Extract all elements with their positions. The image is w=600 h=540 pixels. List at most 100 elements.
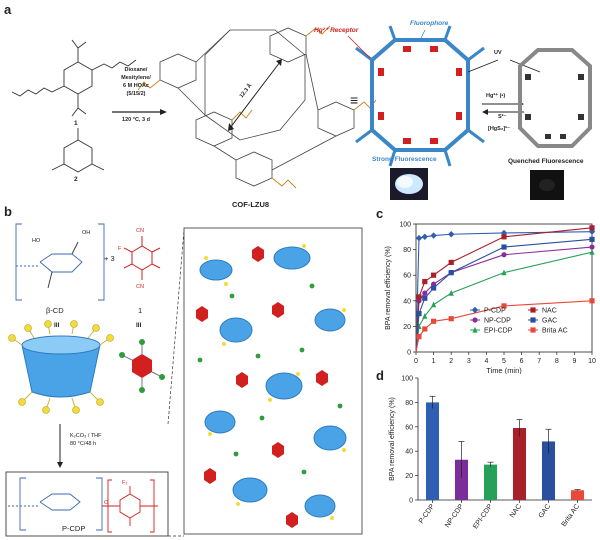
- x-tick-label: 1: [432, 358, 436, 365]
- hg-receptor-sites: [378, 46, 462, 144]
- bar: [483, 464, 498, 500]
- legend-label: EPI-CDP: [484, 328, 513, 335]
- x-tick-label: 0: [414, 358, 418, 365]
- y-tick-label: 0: [407, 350, 411, 357]
- x-axis-label: Time (min): [486, 366, 522, 374]
- data-point: [448, 270, 454, 276]
- cyclodextrin-cup: [8, 320, 114, 414]
- uv-label: UV: [494, 50, 502, 56]
- data-point: [415, 234, 423, 242]
- pcdp-condition-2: 80 °C/48 h: [70, 441, 97, 447]
- fluorescent-framework: [370, 38, 470, 152]
- hg-receptor-label: Hg²⁺ Receptor: [314, 27, 359, 34]
- legend-label: NP-CDP: [484, 318, 511, 325]
- x-tick-label: 6: [520, 358, 524, 365]
- legend-marker: [472, 317, 478, 323]
- data-point: [421, 233, 428, 240]
- bound-hg-sites: [525, 74, 584, 139]
- monomer-2-label: 2: [74, 176, 78, 183]
- bar: [454, 459, 469, 500]
- y-tick-label: 0: [409, 498, 413, 505]
- pcdp-fluoro-label: F₂: [122, 480, 128, 486]
- panel-a-scheme: [11, 25, 592, 200]
- panel-b-scheme: [5, 223, 363, 537]
- network-cups: [199, 246, 347, 518]
- panel-a-label: a: [4, 2, 12, 17]
- tfn-compound-label: 1: [138, 306, 143, 315]
- roman-numeral-right: III: [136, 322, 142, 329]
- data-point: [448, 259, 454, 265]
- legend-label: GAC: [542, 318, 557, 325]
- data-point: [448, 316, 454, 322]
- legend-label: Brita AC: [542, 328, 568, 335]
- data-point: [501, 252, 507, 258]
- y-tick-label: 100: [401, 376, 413, 383]
- condition-line-3: 6 M HOAc: [123, 83, 149, 89]
- panel-b-label: b: [4, 204, 12, 219]
- y-tick-label: 100: [399, 222, 411, 229]
- data-point: [588, 228, 596, 235]
- tfn-cn-bottom: CN: [136, 284, 144, 290]
- data-point: [416, 311, 422, 317]
- cof-product-label: COF-LZU8: [232, 200, 270, 209]
- legend-marker: [472, 326, 478, 333]
- y-tick-label: 80: [403, 247, 411, 254]
- data-point: [589, 225, 595, 231]
- data-point: [589, 236, 595, 242]
- x-tick-label: 2: [449, 358, 453, 365]
- strong-fluorescence-label: Strong Fluorescence: [372, 156, 437, 163]
- condition-line-2: Mesitylene/: [121, 75, 151, 81]
- category-label: P-CDP: [418, 503, 436, 525]
- tfn-node: [119, 339, 165, 393]
- category-label: NAC: [509, 503, 523, 519]
- category-label: EPI-CDP: [472, 503, 494, 531]
- panel-c-label: c: [376, 206, 384, 221]
- legend-label: NAC: [542, 308, 557, 315]
- y-tick-label: 80: [405, 400, 413, 407]
- beta-cd-ho-label: HO: [32, 238, 41, 244]
- pcdp-condition-1: K₂CO₃ / THF: [70, 433, 102, 439]
- reaction-conditions: Dioxane/ Mesitylene/ 6 M HOAc (5/15/2): [112, 66, 160, 98]
- category-label: NP-CDP: [444, 503, 465, 529]
- fluorophore-label: Fluorophore: [410, 20, 449, 27]
- data-point: [589, 298, 595, 304]
- legend-label: P-CDP: [484, 308, 506, 315]
- bar: [512, 428, 527, 500]
- legend-marker: [530, 307, 536, 313]
- data-point: [501, 303, 507, 309]
- condition-line-4: (5/15/2): [126, 91, 146, 97]
- framework-struts: [355, 25, 485, 167]
- beta-cd-label: β-CD: [46, 306, 64, 315]
- tfn-structure: [123, 236, 161, 280]
- bar: [570, 490, 585, 500]
- data-point: [448, 231, 455, 238]
- panel-d-label: d: [376, 368, 384, 383]
- bar: [541, 441, 556, 500]
- tfn-f-left: F: [118, 246, 122, 252]
- legend-marker: [530, 327, 536, 333]
- roman-numeral-left: III: [54, 322, 60, 329]
- data-point: [430, 232, 437, 239]
- x-tick-label: 5: [502, 358, 506, 365]
- x-tick-label: 3: [467, 358, 471, 365]
- data-point: [416, 334, 422, 340]
- y-tick-label: 60: [403, 273, 411, 280]
- y-tick-label: 60: [405, 424, 413, 431]
- data-point: [422, 279, 428, 285]
- data-point: [422, 295, 428, 301]
- beta-cd-oh-label: OH: [82, 230, 91, 236]
- pcdp-conditions: K₂CO₃ / THF 80 °C/48 h: [70, 432, 101, 448]
- data-point: [422, 326, 428, 332]
- x-tick-label: 8: [555, 358, 559, 365]
- y-tick-label: 40: [403, 298, 411, 305]
- data-point: [431, 301, 437, 308]
- quenched-framework: [518, 48, 592, 148]
- x-tick-label: 10: [588, 358, 596, 365]
- x-tick-label: 7: [537, 358, 541, 365]
- data-point: [501, 234, 507, 240]
- data-point: [416, 294, 422, 300]
- monomer-2-structure: [51, 128, 105, 173]
- condition-line-1: Dioxane/: [124, 67, 148, 73]
